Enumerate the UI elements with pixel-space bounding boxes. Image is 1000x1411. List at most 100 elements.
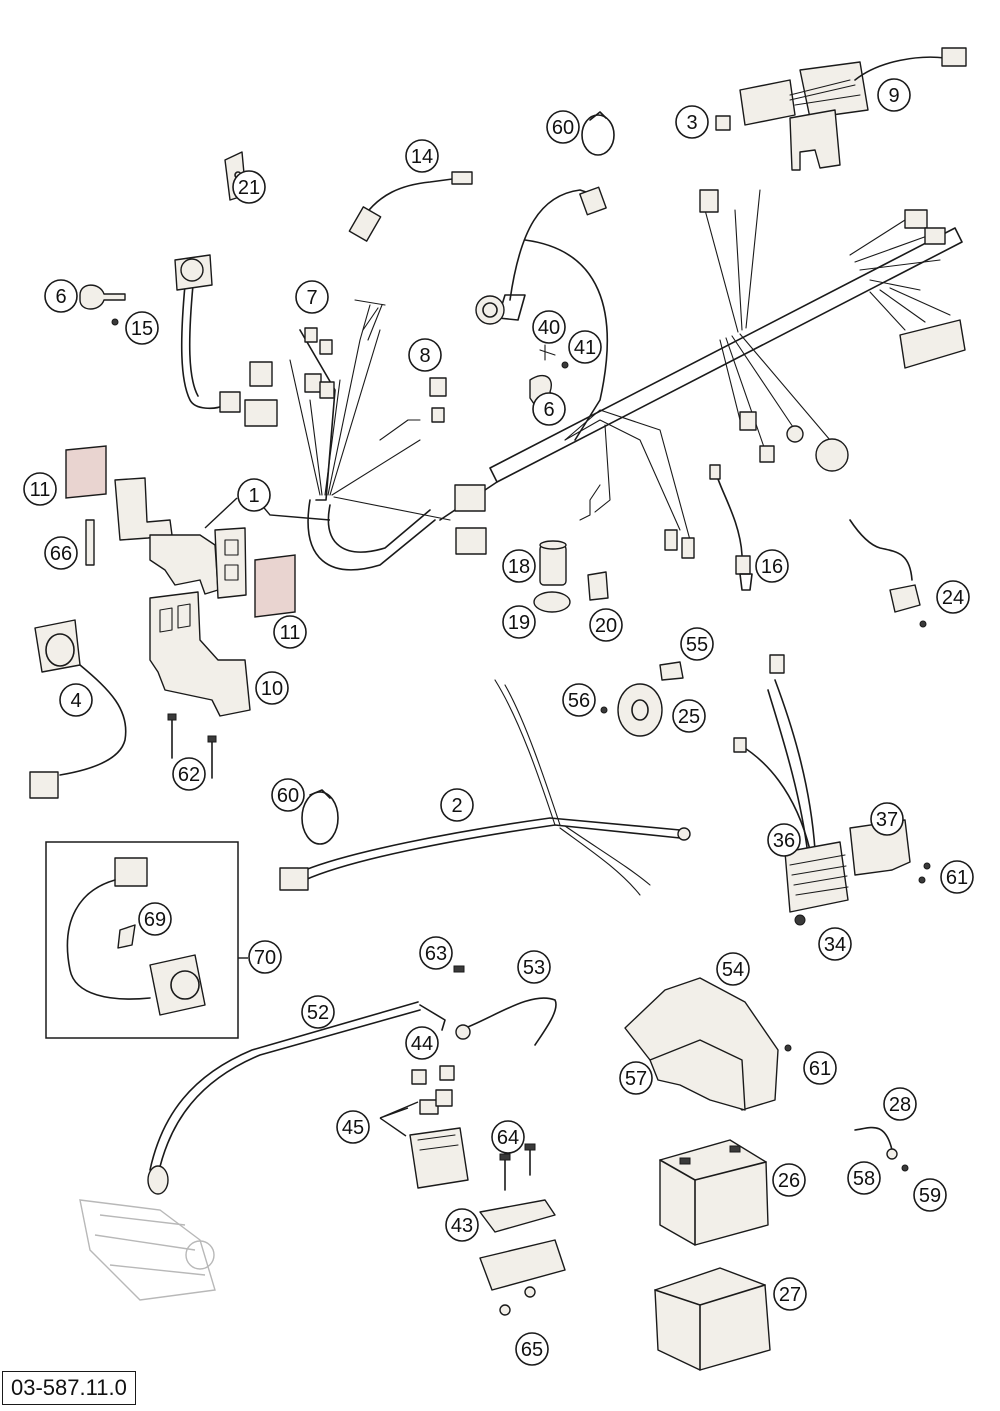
callout-number: 24 (942, 587, 964, 609)
callout-circle (59, 683, 93, 717)
callout-number: 63 (425, 943, 447, 965)
callout-66: 66 (44, 536, 78, 570)
cable-clip-6-left (79, 284, 126, 326)
callout-number: 66 (50, 543, 72, 565)
callout-circle (532, 392, 566, 426)
connectors-7-8 (304, 304, 447, 423)
callout-circle (940, 860, 974, 894)
callout-54: 54 (716, 952, 750, 986)
callout-number: 56 (568, 690, 590, 712)
relay-holder-43 (479, 1143, 566, 1316)
callout-number: 1 (248, 485, 259, 507)
callout-3: 3 (675, 105, 709, 139)
callout-45: 45 (336, 1110, 370, 1144)
callout-number: 45 (342, 1117, 364, 1139)
callout-circle (818, 927, 852, 961)
sensor-cable-14 (348, 171, 473, 242)
callout-circle (568, 330, 602, 364)
callout-number: 9 (888, 85, 899, 107)
callout-number: 64 (497, 1127, 519, 1149)
callout-circle (589, 608, 623, 642)
callout-circle (546, 110, 580, 144)
callout-63: 63 (419, 936, 453, 970)
callout-circle (23, 472, 57, 506)
callout-circle (232, 170, 266, 204)
voltage-regulator-36 (733, 654, 931, 926)
callout-number: 37 (876, 809, 898, 831)
callout-number: 58 (853, 1168, 875, 1190)
callout-circle (405, 139, 439, 173)
callout-43: 43 (445, 1208, 479, 1242)
callout-number: 59 (919, 1185, 941, 1207)
hose-clamp-60-left (301, 789, 339, 845)
starter-motor (79, 1199, 216, 1301)
callout-60: 60 (546, 110, 580, 144)
callout-4: 4 (59, 683, 93, 717)
callout-number: 65 (521, 1339, 543, 1361)
pads-and-bracket (65, 445, 296, 618)
callout-64: 64 (491, 1120, 525, 1154)
callout-57: 57 (619, 1061, 653, 1095)
ignition-switch-sensor (174, 254, 241, 413)
callout-circle (877, 78, 911, 112)
callout-circle (502, 605, 536, 639)
callout-number: 69 (144, 909, 166, 931)
callout-number: 11 (30, 479, 51, 501)
callout-number: 40 (538, 317, 560, 339)
callout-number: 41 (574, 337, 596, 359)
callout-7: 7 (295, 280, 329, 314)
callout-37: 37 (870, 802, 904, 836)
callout-15: 15 (125, 311, 159, 345)
callout-number: 16 (761, 556, 783, 578)
callout-circle (336, 1110, 370, 1144)
callout-27: 27 (773, 1277, 807, 1311)
callout-11: 11 (23, 472, 57, 506)
callout-number: 60 (552, 117, 574, 139)
callout-circle (870, 802, 904, 836)
callout-circle (936, 580, 970, 614)
main-wiring-harness (244, 186, 966, 571)
callout-circle (680, 627, 714, 661)
callout-11: 11 (273, 615, 307, 649)
callout-circle (408, 338, 442, 372)
hose-clamp-60-top (581, 111, 615, 156)
callout-59: 59 (913, 1178, 947, 1212)
callout-14: 14 (405, 139, 439, 173)
callout-19: 19 (502, 605, 536, 639)
callout-10: 10 (255, 671, 289, 705)
callout-6: 6 (532, 392, 566, 426)
callout-circle (271, 778, 305, 812)
callout-circle (517, 950, 551, 984)
callout-number: 34 (824, 934, 846, 956)
callout-circle (301, 995, 335, 1029)
callout-61: 61 (803, 1051, 837, 1085)
callout-circle (772, 1163, 806, 1197)
starter-relay-45 (409, 1065, 469, 1189)
callout-circle (767, 823, 801, 857)
callout-40: 40 (532, 310, 566, 344)
callout-number: 10 (261, 678, 283, 700)
callout-circle (248, 940, 282, 974)
callout-number: 11 (280, 622, 301, 644)
callout-circle (491, 1120, 525, 1154)
callout-circle (405, 1026, 439, 1060)
callout-60: 60 (271, 778, 305, 812)
callout-number: 25 (678, 706, 700, 728)
callout-number: 14 (411, 146, 433, 168)
callout-circle (883, 1087, 917, 1121)
callout-circle (172, 757, 206, 791)
callout-circle (562, 683, 596, 717)
callout-circle (419, 936, 453, 970)
callout-circle (847, 1161, 881, 1195)
callout-56: 56 (562, 683, 596, 717)
callout-circle (773, 1277, 807, 1311)
callout-number: 55 (686, 634, 708, 656)
callout-circle (44, 536, 78, 570)
horn-25 (600, 661, 684, 737)
callout-circle (295, 280, 329, 314)
callout-circle (803, 1051, 837, 1085)
battery-box-27 (654, 1267, 771, 1371)
callout-number: 52 (307, 1002, 329, 1024)
callout-number: 4 (70, 690, 81, 712)
handlebar-switch-70 (45, 841, 248, 1039)
